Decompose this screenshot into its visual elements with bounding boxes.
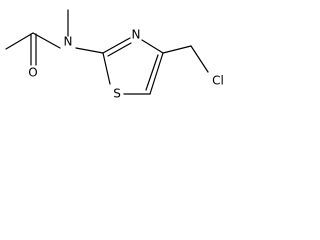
atom-nitrogen-ring: N (132, 28, 141, 42)
molecule-svg: O N N S Cl (5, 9, 224, 101)
atom-nitrogen-amide: N (64, 35, 73, 49)
atom-oxygen: O (28, 66, 37, 80)
bond-c4-ch2 (162, 45, 192, 54)
bonds (5, 9, 209, 95)
bond-c2-n3-1 (102, 37, 131, 54)
bond-methyl-carbonyl (5, 32, 34, 50)
bond-c2-n3-2 (107, 42, 132, 57)
bond-carbonyl-nitrogen (32, 32, 61, 49)
bond-s1-c2 (102, 52, 111, 85)
bond-c4-c5-2 (145, 54, 159, 91)
atom-labels: O N N S Cl (28, 28, 224, 101)
bond-ch2-cl (190, 45, 209, 73)
bond-c4-c5-1 (149, 52, 164, 95)
bond-n3-c4 (141, 39, 164, 54)
atom-chlorine: Cl (212, 74, 224, 88)
bond-nitrogen-c2 (75, 47, 104, 54)
molecule-diagram: O N N S Cl (0, 0, 244, 114)
atom-sulfur-ring: S (113, 87, 121, 101)
